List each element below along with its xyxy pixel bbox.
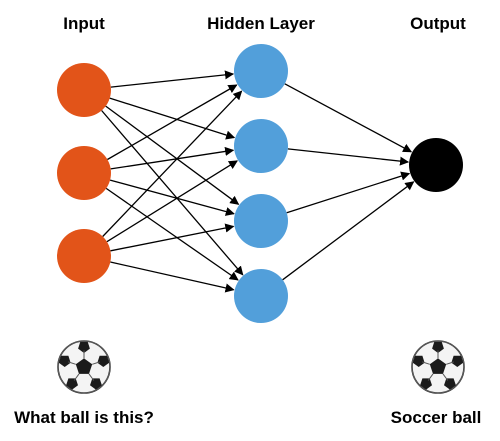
output-layer-label: Output (410, 14, 466, 33)
edge-hidden-3-to-output (286, 171, 411, 214)
edge-hidden-2-to-output (287, 148, 410, 166)
input-example-caption: What ball is this? (14, 408, 154, 427)
edge-input-3-to-hidden-2 (106, 160, 238, 243)
input-node-2 (57, 146, 111, 200)
hidden-node-3 (234, 194, 288, 248)
hidden-node-4 (234, 269, 288, 323)
soccer-ball-input-icon (57, 340, 111, 394)
edge-input-3-to-hidden-1 (102, 90, 243, 237)
edge-input-2-to-hidden-2 (110, 146, 235, 170)
hidden-node-2 (234, 119, 288, 173)
edge-input-2-to-hidden-1 (107, 84, 238, 161)
output-node (409, 138, 463, 192)
edge-input-1-to-hidden-4 (101, 110, 244, 276)
hidden-layer-label: Hidden Layer (207, 14, 315, 33)
edge-hidden-4-to-output (282, 181, 415, 281)
hidden-node-1 (234, 44, 288, 98)
edge-input-1-to-hidden-2 (109, 97, 236, 140)
input-node-1 (57, 63, 111, 117)
edge-input-2-to-hidden-3 (109, 179, 235, 216)
input-node-3 (57, 229, 111, 283)
edge-input-3-to-hidden-3 (110, 223, 235, 252)
nodes (57, 44, 463, 323)
connections (101, 70, 415, 293)
example-balls (57, 340, 465, 394)
edge-input-1-to-hidden-3 (105, 105, 240, 205)
edge-input-3-to-hidden-4 (110, 261, 235, 293)
input-layer-label: Input (63, 14, 105, 33)
soccer-ball-output-icon (411, 340, 465, 394)
edge-input-2-to-hidden-4 (105, 187, 239, 281)
edge-input-1-to-hidden-1 (110, 70, 235, 88)
edge-hidden-1-to-output (284, 83, 413, 153)
output-example-caption: Soccer ball (390, 408, 482, 427)
